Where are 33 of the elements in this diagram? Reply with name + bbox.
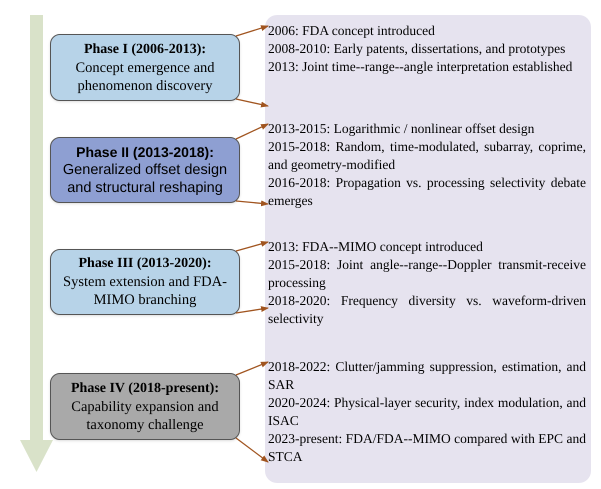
arrow: [236, 25, 269, 37]
phase-description: Concept emergence and phenomenon discovery: [74, 58, 216, 94]
phase-title: Phase I (2006-2013):: [84, 40, 206, 58]
milestone-text: 2015-2018: Random, time-modulated, subarray, coprime, and geometry-modified: [268, 138, 586, 174]
phase-description: Capability expansion and taxonomy challenge: [70, 398, 220, 434]
milestone-text: 2015-2018: Joint angle--range--Doppler transmit-receive processing: [268, 256, 586, 292]
phase-description: System extension and FDA-MIMO branching: [62, 273, 228, 309]
phase-box: [50, 373, 240, 440]
arrow: [236, 306, 269, 314]
timeline-panel: [265, 15, 591, 483]
phase-title: Phase II (2013-2018):: [76, 143, 214, 161]
milestone-text: 2008-2010: Early patents, dissertations, and prototypes: [268, 40, 566, 58]
arrow: [236, 200, 269, 206]
milestone-text: 2016-2018: Propagation vs. processing selectivity debate emerges: [268, 174, 586, 210]
arrow: [236, 361, 269, 376]
phase-box: [50, 249, 240, 315]
arrow: [236, 98, 269, 108]
arrow: [236, 123, 269, 140]
phase-box: [50, 137, 240, 203]
milestone-text: 2013: Joint time--range--angle interpretation established: [268, 58, 574, 76]
phase-title: Phase IV (2018-present):: [70, 380, 220, 398]
phase-box: [50, 34, 240, 101]
milestone-text: 2013: FDA--MIMO concept introduced: [268, 238, 484, 256]
phase-title: Phase III (2013-2020):: [78, 255, 212, 273]
milestone-text: 2020-2024: Physical-layer security, index modulation, and ISAC: [268, 394, 586, 430]
arrow: [236, 437, 269, 463]
milestone-text: 2018-2020: Frequency diversity vs. waveform-driven selectivity: [268, 292, 586, 328]
milestone-text: 2018-2022: Clutter/jamming suppression, estimation, and SAR: [268, 358, 586, 394]
arrow: [236, 241, 269, 252]
milestone-text: 2023-present: FDA/FDA--MIMO compared with EPC and STCA: [268, 430, 586, 466]
milestone-text: 2013-2015: Logarithmic / nonlinear offset design: [268, 120, 536, 138]
phase-description: Generalized offset design and structural reshaping: [62, 161, 228, 197]
milestone-text: 2006: FDA concept introduced: [268, 22, 436, 40]
